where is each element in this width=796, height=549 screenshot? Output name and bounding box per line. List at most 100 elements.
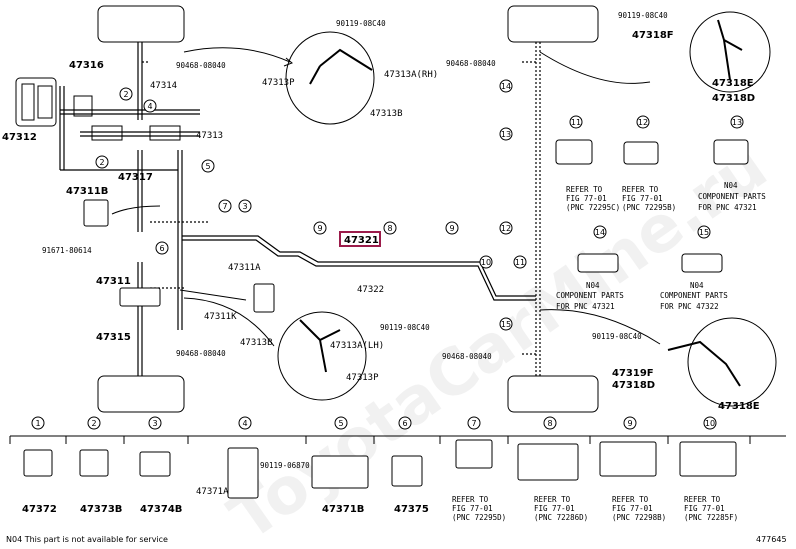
label-47313A-RH: 47313A(RH) <box>384 70 438 80</box>
label-47318E-top: 47318E <box>712 78 754 89</box>
svg-text:N04: N04 <box>724 181 738 190</box>
callout-9b: 9 <box>449 224 454 233</box>
label-47374B: 47374B <box>140 504 182 515</box>
label-90468-bottom-right: 90468-08040 <box>442 352 492 361</box>
svg-text:(PNC 72298B): (PNC 72298B) <box>612 513 666 522</box>
callout-10-bottom: 10 <box>705 419 715 428</box>
label-47313A-LH: 47313A(LH) <box>330 341 384 351</box>
label-90119-bottom-right: 90119-08C40 <box>592 332 642 341</box>
callout-2-bottom: 2 <box>91 419 96 428</box>
label-47312: 47312 <box>2 132 37 143</box>
callout-12: 12 <box>501 224 511 233</box>
label-47316: 47316 <box>69 60 104 71</box>
callout-1-bottom: 1 <box>35 419 40 428</box>
label-90119-top-right: 90119-08C40 <box>618 11 668 20</box>
label-90119-lower: 90119-08C40 <box>380 323 430 332</box>
callout-5: 5 <box>205 162 210 171</box>
label-47373B: 47373B <box>80 504 122 515</box>
callout-13b: 13 <box>732 118 742 127</box>
svg-text:COMPONENT PARTS: COMPONENT PARTS <box>660 291 728 300</box>
label-47314: 47314 <box>150 81 177 91</box>
label-47319F: 47319F <box>612 368 654 379</box>
label-91671-80614: 91671-80614 <box>42 246 92 255</box>
clip-notes-top: REFER TO FIG 77-01 (PNC 72295C) REFER TO… <box>556 181 766 311</box>
footer: N04 This part is not available for servi… <box>6 535 787 544</box>
svg-text:(PNC 72295C): (PNC 72295C) <box>566 203 620 212</box>
callout-11: 11 <box>515 258 525 267</box>
callout-numbers: 2 4 2 5 6 7 3 9 8 9 10 11 14 13 12 15 11… <box>35 82 742 428</box>
watermark: ToyotaCarMine.ru <box>217 130 781 549</box>
label-90468-top-right: 90468-08040 <box>446 59 496 68</box>
svg-text:(PNC 72285F): (PNC 72285F) <box>684 513 738 522</box>
callout-6: 6 <box>159 244 164 253</box>
callout-9-bottom: 9 <box>627 419 632 428</box>
footer-note: N04 This part is not available for servi… <box>6 535 168 544</box>
svg-text:REFER TO: REFER TO <box>534 495 571 504</box>
callout-13: 13 <box>501 130 511 139</box>
label-47321: 47321 <box>344 235 379 246</box>
svg-text:FIG 77-01: FIG 77-01 <box>622 194 663 203</box>
label-47311: 47311 <box>96 276 131 287</box>
svg-text:N04: N04 <box>586 281 600 290</box>
label-47371B: 47371B <box>322 504 364 515</box>
callout-8-bottom: 8 <box>547 419 552 428</box>
label-47311B: 47311B <box>66 186 108 197</box>
label-47372: 47372 <box>22 504 57 515</box>
label-47313: 47313 <box>196 131 223 141</box>
label-47371A: 47371A <box>196 487 229 497</box>
body-outlines <box>97 5 599 413</box>
svg-text:(PNC 72286D): (PNC 72286D) <box>534 513 588 522</box>
callout-3-bottom: 3 <box>152 419 157 428</box>
callout-4a: 4 <box>147 102 152 111</box>
label-47322: 47322 <box>357 285 384 295</box>
bottom-frame <box>9 435 786 444</box>
svg-text:REFER TO: REFER TO <box>622 185 659 194</box>
callout-8: 8 <box>387 224 392 233</box>
master-cylinder <box>15 77 181 141</box>
svg-text:FOR PNC 47321: FOR PNC 47321 <box>698 203 757 212</box>
svg-text:FIG 77-01: FIG 77-01 <box>566 194 607 203</box>
label-47313P-top: 47313P <box>262 78 295 88</box>
callout-4-bottom: 4 <box>242 419 247 428</box>
label-47313P-lower: 47313P <box>346 373 379 383</box>
label-47318D-top: 47318D <box>712 93 755 104</box>
callout-2b: 2 <box>99 158 104 167</box>
callout-14b: 14 <box>595 228 605 237</box>
callout-circles <box>31 79 744 430</box>
svg-text:FOR PNC 47321: FOR PNC 47321 <box>556 302 615 311</box>
label-47375: 47375 <box>394 504 429 515</box>
label-47318E-bottom: 47318E <box>718 401 760 412</box>
svg-text:FIG 77-01: FIG 77-01 <box>612 504 653 513</box>
callout-12b: 12 <box>638 118 648 127</box>
label-47311K: 47311K <box>204 312 237 322</box>
callout-7: 7 <box>222 202 227 211</box>
highlight-part-47321[interactable]: 47321 <box>339 231 381 247</box>
svg-text:FOR PNC 47322: FOR PNC 47322 <box>660 302 719 311</box>
callout-15b: 15 <box>699 228 709 237</box>
label-47315: 47315 <box>96 332 131 343</box>
part-labels: 47316 47312 47314 47313 47317 47311B 916… <box>2 11 760 412</box>
callout-11b: 11 <box>571 118 581 127</box>
svg-text:FIG 77-01: FIG 77-01 <box>534 504 575 513</box>
label-90119-top: 90119-08C40 <box>336 19 386 28</box>
callout-6-bottom: 6 <box>402 419 407 428</box>
svg-text:(PNC 72295D): (PNC 72295D) <box>452 513 506 522</box>
label-47318D-bottom: 47318D <box>612 380 655 391</box>
label-47317: 47317 <box>118 172 153 183</box>
svg-text:REFER TO: REFER TO <box>612 495 649 504</box>
svg-text:ToyotaCarMine.ru: ToyotaCarMine.ru <box>217 130 781 549</box>
callout-2a: 2 <box>123 90 128 99</box>
brake-tube-routing <box>59 42 541 376</box>
svg-text:FIG 77-01: FIG 77-01 <box>684 504 725 513</box>
callout-10: 10 <box>481 258 491 267</box>
callout-14: 14 <box>501 82 511 91</box>
svg-text:(PNC 72295B): (PNC 72295B) <box>622 203 676 212</box>
detail-ellipses <box>111 11 777 407</box>
svg-text:REFER TO: REFER TO <box>566 185 603 194</box>
label-90119-06870: 90119-06870 <box>260 461 310 470</box>
label-90468-bottom-left: 90468-08040 <box>176 349 226 358</box>
label-47313B-lower: 47313B <box>240 338 273 348</box>
svg-text:REFER TO: REFER TO <box>452 495 489 504</box>
label-47318F: 47318F <box>632 30 674 41</box>
